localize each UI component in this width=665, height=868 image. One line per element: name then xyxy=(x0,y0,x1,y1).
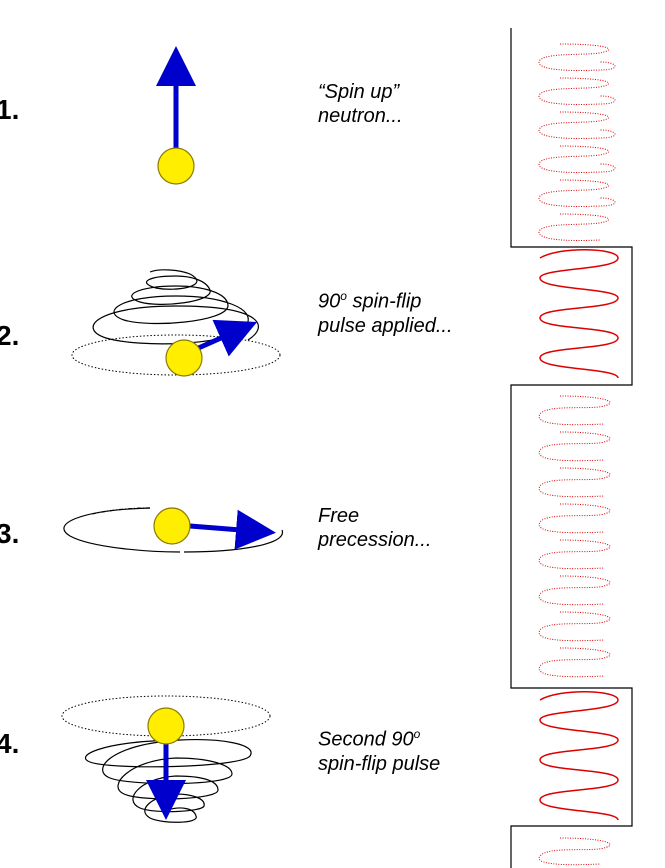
step-3-caption: Free precession... xyxy=(318,504,431,552)
step-2-caption: 90o spin-flip pulse applied... xyxy=(318,284,453,338)
step-3-caption-line-1: Free xyxy=(318,505,360,527)
precession-spiral xyxy=(71,334,281,376)
neutron-ball xyxy=(153,507,191,545)
step-1-caption: “Spin up” neutron... xyxy=(318,80,403,128)
step-3-caption-line-2: precession... xyxy=(318,529,432,551)
spin-arrow xyxy=(192,319,258,357)
step-2-caption-suffix: spin-flip xyxy=(346,290,422,313)
step-1-caption-line-2: neutron... xyxy=(318,105,403,127)
step-1-figure xyxy=(156,46,196,185)
neutron-ball xyxy=(147,707,185,745)
neutron-ball xyxy=(165,339,203,377)
step-2-number: 2. xyxy=(0,320,20,351)
pulse-waveform xyxy=(510,28,633,868)
step-3-figure xyxy=(63,507,283,553)
step-4-caption-sup: o xyxy=(413,727,421,741)
spin-arrow xyxy=(189,509,276,550)
step-4-caption: Second 90o spin-flip pulse xyxy=(318,722,440,776)
step-4-number: 4. xyxy=(0,728,20,759)
step-2-caption-sup: o xyxy=(340,289,347,303)
step-4-caption-degree: Second 90 xyxy=(318,728,414,751)
step-1-number: 1. xyxy=(0,94,20,125)
precession-spiral xyxy=(92,269,259,345)
step-2-caption-degree: 90 xyxy=(318,290,341,313)
step-4-caption-line-2: spin-flip pulse xyxy=(318,752,441,775)
precession-spiral xyxy=(183,529,283,553)
step-4-figure xyxy=(61,695,271,823)
precession-spiral xyxy=(91,507,151,515)
step-4-caption-line-1: Second 90o xyxy=(318,722,440,752)
precession-spiral xyxy=(63,507,181,553)
step-2-caption-line-2: pulse applied... xyxy=(318,314,453,337)
neutron-ball xyxy=(157,147,195,185)
step-2-figure xyxy=(71,269,281,377)
step-3-number: 3. xyxy=(0,518,20,549)
spin-signal-coils xyxy=(538,43,619,866)
step-2-caption-line-1: 90o spin-flip xyxy=(318,284,453,314)
step-1-caption-line-1: “Spin up” xyxy=(318,81,400,103)
